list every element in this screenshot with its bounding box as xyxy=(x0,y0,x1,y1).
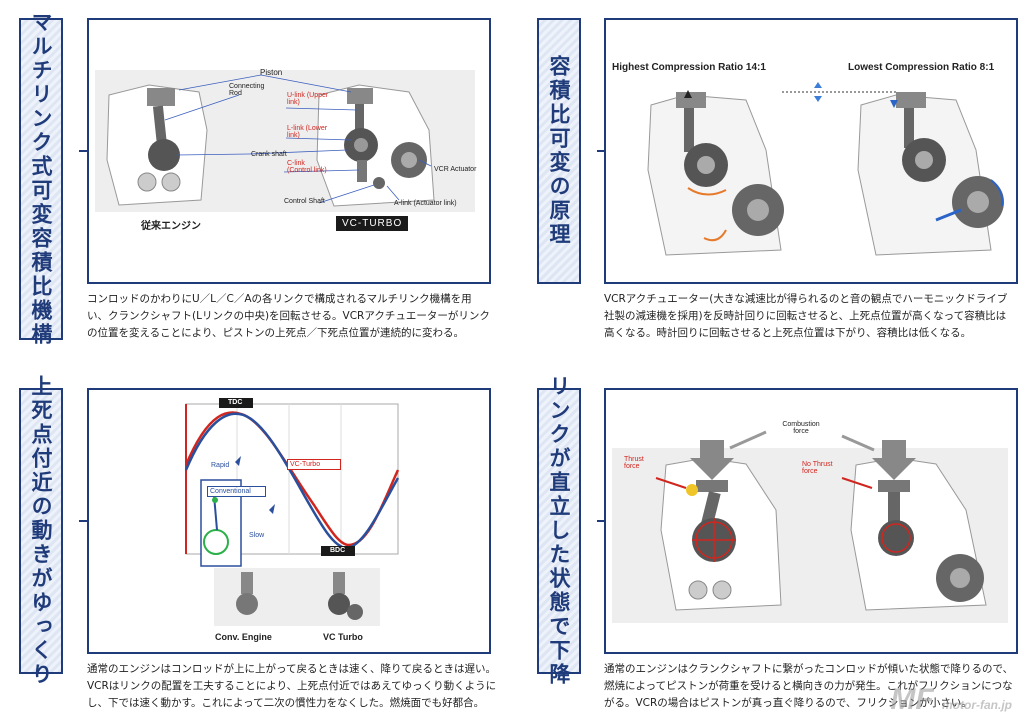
label-no-thrust-force: No Thrust force xyxy=(802,461,833,475)
diagram-panel-thrust: Combustion force Thrust force No Thrust … xyxy=(604,388,1018,654)
section-title: マルチリンク式可変容積比機構 xyxy=(29,11,53,347)
label-vc-turbo: VC Turbo xyxy=(323,632,363,642)
label-conventional-curve: Conventional xyxy=(207,486,266,497)
connector xyxy=(79,150,87,152)
thrust-diagram xyxy=(612,430,1008,623)
section-title: リンクが直立した状態で下降 xyxy=(547,375,571,687)
section-tab-multilink: マルチリンク式可変容積比機構 xyxy=(19,11,63,347)
label-u-link: U-link (Upper link) xyxy=(287,92,329,106)
label-vc-turbo-badge: VC-TURBO xyxy=(336,216,409,231)
multilink-diagram xyxy=(95,70,475,212)
description-compression: VCRアクチュエーター(大きな減速比が得られるのと音の観点でハーモニックドライブ… xyxy=(604,293,1008,339)
label-control-shaft: Control Shaft xyxy=(284,198,325,205)
label-conventional-engine: 従来エンジン xyxy=(141,221,201,232)
label-lowest-ratio: Lowest Compression Ratio 8:1 xyxy=(848,62,995,73)
label-highest-ratio: Highest Compression Ratio 14:1 xyxy=(612,62,766,73)
label-connecting-rod: Connecting Rod xyxy=(229,83,265,97)
label-a-link: A-link (Actuator link) xyxy=(394,200,457,207)
diagram-panel-compression: Highest Compression Ratio 14:1 Lowest Co… xyxy=(604,18,1018,284)
label-combustion-force: Combustion force xyxy=(782,421,820,435)
label-rapid: Rapid xyxy=(211,462,230,469)
diagram-panel-piston-motion: TDC BDC Rapid Slow VC-Turbo Conventional… xyxy=(87,388,491,654)
label-c-link: C-link (Control link) xyxy=(287,160,327,174)
description-multilink: コンロッドのかわりにU／L／C／Aの各リンクで構成されるマルチリンク機構を用い、… xyxy=(87,293,490,339)
connector xyxy=(79,520,87,522)
label-tdc: TDC xyxy=(228,399,243,406)
diagram-panel-multilink: Piston Connecting Rod U-link (Upper link… xyxy=(87,18,491,284)
section-tab-upright-link: リンクが直立した状態で下降 xyxy=(537,375,581,687)
section-title: 上死点付近の動きがゆっくり xyxy=(29,375,53,687)
label-thrust-force: Thrust force xyxy=(624,456,644,470)
description-piston-motion: 通常のエンジンはコンロッドが上に上がって戻るときは速く、降りて戻るときは遅い。V… xyxy=(87,663,497,709)
section-tab-slow-tdc: 上死点付近の動きがゆっくり xyxy=(19,375,63,687)
label-bdc: BDC xyxy=(330,547,346,554)
watermark-site: motor-fan.jp xyxy=(942,698,1012,712)
label-crank-shaft: Crank shaft xyxy=(251,151,287,158)
label-slow: Slow xyxy=(249,532,265,539)
watermark-logo-text: MF xyxy=(890,683,934,716)
description-thrust: 通常のエンジンはクランクシャフトに繋がったコンロッドが傾いた状態で降りるので、燃… xyxy=(604,663,1014,709)
label-vc-turbo-curve: VC-Turbo xyxy=(287,459,342,470)
connector xyxy=(597,150,605,152)
section-tab-compression-principle: 容積比可変の原理 xyxy=(537,18,581,284)
connector xyxy=(597,520,605,522)
compression-diagram xyxy=(647,82,1004,256)
watermark-logo: MF motor-fan.jp xyxy=(890,683,1012,717)
piston-motion-graph xyxy=(184,398,400,626)
label-conv-engine: Conv. Engine xyxy=(215,632,272,642)
label-vcr-actuator: VCR Actuator xyxy=(434,166,477,173)
label-piston: Piston xyxy=(260,68,283,77)
label-l-link: L-link (Lower link) xyxy=(287,125,328,139)
section-title: 容積比可変の原理 xyxy=(547,55,571,247)
